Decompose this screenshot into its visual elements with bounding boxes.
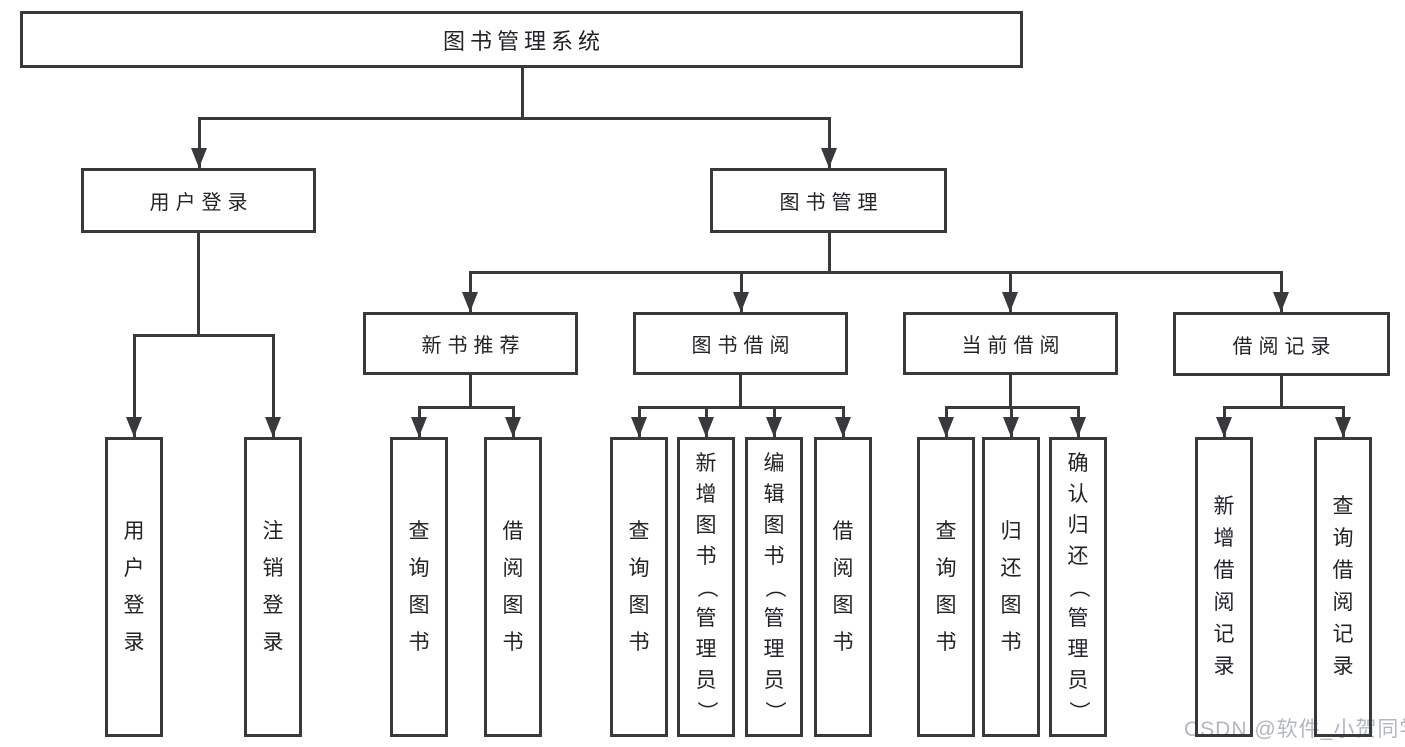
node-borrow: 图书借阅 bbox=[633, 312, 848, 375]
connector-line bbox=[827, 233, 831, 272]
connector-line bbox=[944, 405, 1080, 409]
node-records: 借阅记录 bbox=[1173, 312, 1390, 376]
connector-line bbox=[468, 270, 1283, 274]
node-label: 图书管理 bbox=[779, 192, 884, 214]
node-mgmt: 图书管理 bbox=[710, 168, 947, 233]
node-label: 查询图书 bbox=[935, 520, 957, 654]
arrowhead-down-icon bbox=[462, 292, 478, 312]
node-label: 编辑图书（管理员） bbox=[762, 451, 786, 722]
arrowhead-down-icon bbox=[1070, 417, 1086, 437]
connector-line bbox=[827, 118, 831, 168]
arrowhead-down-icon bbox=[698, 417, 714, 437]
arrowhead-down-icon bbox=[265, 417, 281, 437]
node-current-return: 归还图书 bbox=[982, 437, 1040, 737]
connector-line bbox=[1008, 375, 1012, 407]
node-current-confirm: 确认归还（管理员） bbox=[1049, 437, 1107, 737]
node-rec-borrow: 借阅图书 bbox=[484, 437, 542, 737]
connector-line bbox=[468, 375, 472, 407]
connector-line bbox=[417, 405, 515, 409]
connector-line bbox=[196, 233, 200, 335]
connector-line bbox=[1279, 375, 1283, 407]
node-label: 注销登录 bbox=[262, 520, 284, 654]
arrowhead-down-icon bbox=[126, 417, 142, 437]
node-label: 借阅图书 bbox=[832, 520, 854, 654]
arrowhead-down-icon bbox=[938, 417, 954, 437]
node-borrow-edit: 编辑图书（管理员） bbox=[745, 437, 803, 737]
node-label: 查询图书 bbox=[408, 520, 430, 654]
node-borrow-borrow: 借阅图书 bbox=[814, 437, 872, 737]
arrowhead-down-icon bbox=[835, 417, 851, 437]
connector-line bbox=[738, 375, 742, 407]
connector-line bbox=[197, 118, 201, 168]
arrowhead-down-icon bbox=[766, 417, 782, 437]
connector-line bbox=[197, 116, 831, 120]
connector-line bbox=[271, 335, 275, 437]
connector-line bbox=[1222, 405, 1345, 409]
connector-line bbox=[132, 333, 275, 337]
arrowhead-down-icon bbox=[411, 417, 427, 437]
node-label: 用户登录 bbox=[123, 520, 145, 654]
node-label: 新增图书（管理员） bbox=[694, 451, 718, 722]
node-label: 借阅图书 bbox=[502, 520, 524, 654]
node-borrow-query: 查询图书 bbox=[610, 437, 668, 737]
connector-line bbox=[132, 335, 136, 437]
arrowhead-down-icon bbox=[821, 148, 837, 168]
node-label: 归还图书 bbox=[1000, 520, 1022, 654]
node-records-query: 查询借阅记录 bbox=[1314, 437, 1372, 737]
node-label: 查询借阅记录 bbox=[1332, 495, 1354, 678]
arrowhead-down-icon bbox=[1335, 417, 1351, 437]
node-login-user: 用户登录 bbox=[105, 437, 163, 737]
node-current-query: 查询图书 bbox=[917, 437, 975, 737]
node-records-add: 新增借阅记录 bbox=[1195, 437, 1253, 737]
arrowhead-down-icon bbox=[733, 292, 749, 312]
node-label: 用户登录 bbox=[149, 192, 254, 214]
arrowhead-down-icon bbox=[191, 148, 207, 168]
node-label: 新增借阅记录 bbox=[1213, 495, 1235, 678]
arrowhead-down-icon bbox=[1273, 292, 1289, 312]
node-label: 借阅记录 bbox=[1232, 335, 1337, 358]
node-root: 图书管理系统 bbox=[20, 11, 1023, 68]
arrowhead-down-icon bbox=[1002, 292, 1018, 312]
connector-line bbox=[520, 68, 524, 118]
arrowhead-down-icon bbox=[631, 417, 647, 437]
node-rec: 新书推荐 bbox=[363, 312, 578, 375]
node-label: 确认归还（管理员） bbox=[1066, 451, 1090, 722]
node-label: 查询图书 bbox=[628, 520, 650, 654]
arrowhead-down-icon bbox=[1216, 417, 1232, 437]
node-label: 图书管理系统 bbox=[442, 28, 605, 54]
node-rec-query: 查询图书 bbox=[390, 437, 448, 737]
arrowhead-down-icon bbox=[1003, 417, 1019, 437]
node-login: 用户登录 bbox=[81, 168, 316, 233]
arrowhead-down-icon bbox=[505, 417, 521, 437]
node-current: 当前借阅 bbox=[903, 312, 1118, 375]
connector-line bbox=[637, 405, 845, 409]
node-label: 当前借阅 bbox=[961, 335, 1066, 357]
watermark-text: CSDN @软件_小贺同学 bbox=[1184, 718, 1405, 741]
node-label: 图书借阅 bbox=[691, 335, 796, 357]
node-label: 新书推荐 bbox=[421, 335, 526, 357]
node-login-logout: 注销登录 bbox=[244, 437, 302, 737]
node-borrow-add: 新增图书（管理员） bbox=[677, 437, 735, 737]
